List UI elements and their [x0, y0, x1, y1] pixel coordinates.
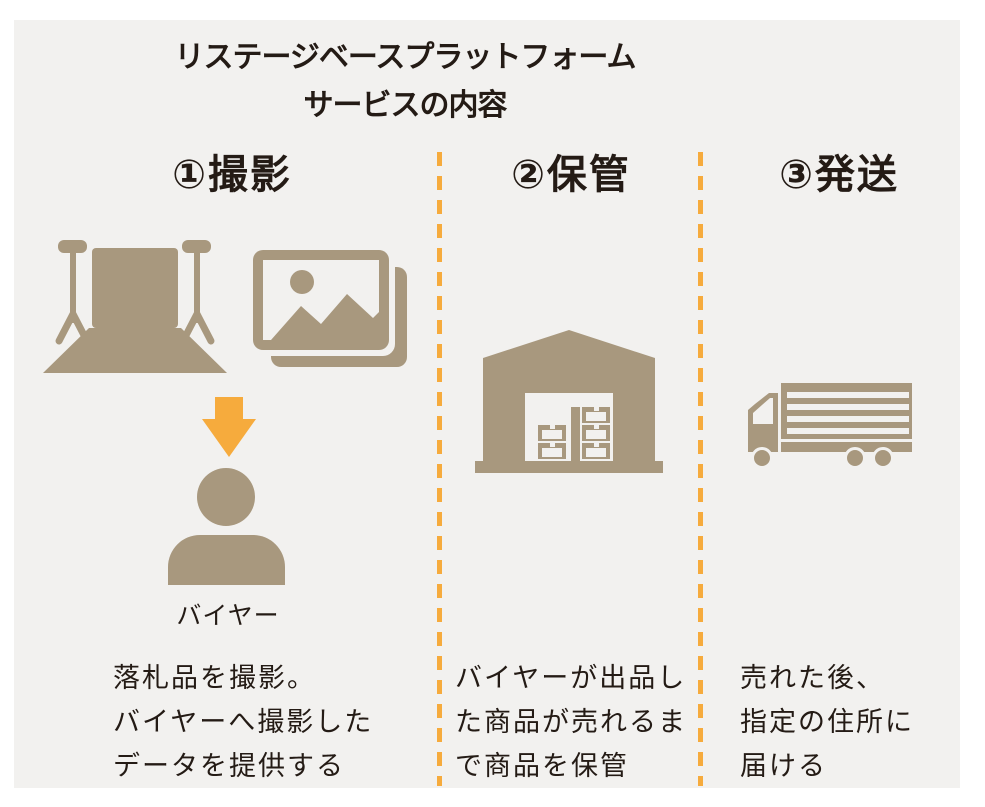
column-divider-2	[698, 152, 703, 786]
column-divider-1	[437, 152, 442, 786]
page-title: リステージベースプラットフォーム サービスの内容	[174, 34, 637, 130]
title-line-1: リステージベースプラットフォーム	[174, 41, 637, 74]
column-header-shipping: ③発送	[779, 153, 899, 197]
arrow-down-icon	[202, 397, 256, 457]
column-header-photography: ①撮影	[172, 153, 292, 197]
buyer-person-icon	[168, 468, 285, 585]
warehouse-icon	[475, 330, 663, 473]
photo-stack-icon	[253, 250, 407, 367]
truck-icon	[748, 383, 912, 469]
description-photography: 落札品を撮影。 バイヤーへ撮影した データを提供する	[113, 663, 374, 781]
buyer-label: バイヤー	[176, 602, 280, 630]
column-header-storage: ②保管	[511, 153, 631, 197]
description-storage: バイヤーが出品し た商品が売れるま で商品を保管	[455, 663, 687, 781]
service-overview-panel: リステージベースプラットフォーム サービスの内容 ①撮影 ②保管 ③発送	[14, 20, 960, 788]
photo-studio-icon	[43, 240, 227, 373]
description-shipping: 売れた後、 指定の住所に 届ける	[740, 663, 914, 781]
title-line-2: サービスの内容	[303, 89, 508, 122]
